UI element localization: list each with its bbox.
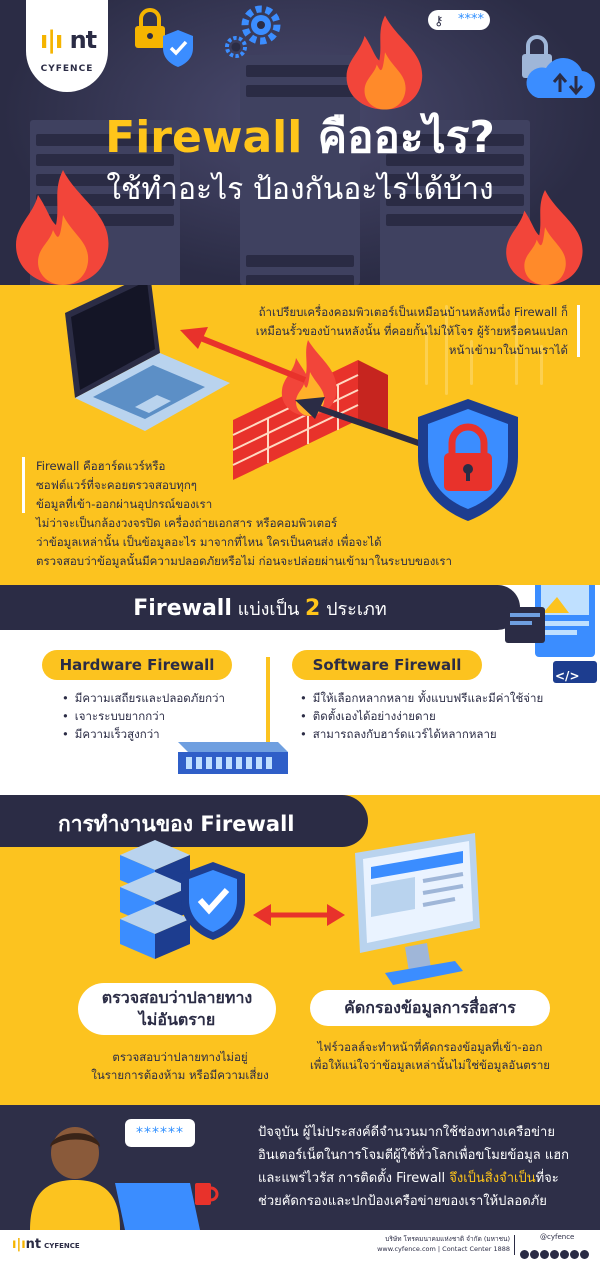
cyfence-logo: ı|ı nt CYFENCE bbox=[26, 0, 108, 92]
accent-line bbox=[22, 457, 25, 513]
software-window-icon bbox=[505, 585, 597, 683]
logo-bars-icon: ı|ı bbox=[40, 26, 70, 54]
gear-icon bbox=[241, 5, 281, 45]
cloud-sync-icon bbox=[522, 35, 595, 98]
double-arrow-icon bbox=[253, 904, 345, 926]
list-item: มีให้เลือกหลากหลาย ทั้งแบบฟรีและมีค่าใช้… bbox=[300, 689, 543, 707]
shield-lock-icon bbox=[418, 399, 518, 521]
logo-text: nt bbox=[69, 26, 98, 54]
person-with-laptop-icon bbox=[30, 1127, 219, 1230]
incoming-arrow-icon bbox=[295, 397, 431, 450]
blocked-arrow-icon bbox=[180, 327, 307, 383]
company-info: บริษัท โทรคมนาคมแห่งชาติ จำกัด (มหาชน) w… bbox=[377, 1235, 510, 1253]
social-handle: @cyfence bbox=[540, 1233, 575, 1241]
check-destination-desc: ตรวจสอบว่าปลายทางไม่อยู่ ในรายการต้องห้า… bbox=[91, 1050, 269, 1082]
filter-traffic-desc: ไฟร์วอลล์จะทำหน้าที่คัดกรองข้อมูลที่เข้า… bbox=[309, 1040, 551, 1072]
monitor-icon bbox=[355, 833, 480, 985]
filter-traffic-caption: คัดกรองข้อมูลการสื่อสาร bbox=[310, 990, 550, 1026]
hero-section: ⚷ **** ı|ı nt CYFENCE Firewall คืออะไร? … bbox=[0, 0, 600, 285]
how-title: การทำงานของ Firewall bbox=[58, 812, 295, 836]
server-shield-icon bbox=[120, 840, 245, 959]
analogy-text: ถ้าเปรียบเครื่องคอมพิวเตอร์เป็นเหมือนบ้า… bbox=[255, 305, 568, 357]
list-item: ติดตั้งเองได้อย่างง่ายดาย bbox=[300, 707, 543, 725]
shield-check-icon bbox=[163, 30, 193, 67]
list-item: มีความเสถียรและปลอดภัยกว่า bbox=[62, 689, 225, 707]
logo-subtext: CYFENCE bbox=[40, 64, 94, 74]
laptop-icon bbox=[65, 285, 230, 431]
flame-icon bbox=[16, 170, 109, 285]
server-rack bbox=[240, 55, 360, 285]
tiktok-icon[interactable] bbox=[560, 1250, 569, 1259]
divider bbox=[514, 1235, 515, 1255]
instagram-icon[interactable] bbox=[550, 1250, 559, 1259]
facebook-icon[interactable] bbox=[520, 1250, 529, 1259]
title-english: Firewall bbox=[105, 112, 303, 163]
software-firewall-label: Software Firewall bbox=[292, 650, 482, 680]
closing-section: ****** ปัจจุบัน ผู้ไม่ประสงค์ดีจำนวนมากใ… bbox=[0, 1105, 600, 1230]
how-it-works-section: การทำงานของ Firewall bbox=[0, 795, 600, 1105]
accent-line bbox=[577, 305, 580, 357]
server-rack bbox=[380, 120, 530, 285]
closing-text: ปัจจุบัน ผู้ไม่ประสงค์ดีจำนวนมากใช้ช่องท… bbox=[258, 1125, 570, 1209]
intro-section: ถ้าเปรียบเครื่องคอมพิวเตอร์เป็นเหมือนบ้า… bbox=[0, 285, 600, 585]
title-thai: คืออะไร? bbox=[302, 112, 495, 163]
definition-text: Firewall คือฮาร์ดแวร์หรือ ซอฟต์แวร์ที่จะ… bbox=[36, 459, 213, 511]
check-destination-caption: ตรวจสอบว่าปลายทาง ไม่อันตราย bbox=[78, 983, 276, 1035]
flame-icon bbox=[346, 15, 423, 110]
section-banner: Firewall แบ่งเป็น 2 ประเภท bbox=[0, 585, 520, 630]
password-bubble: ****** bbox=[125, 1119, 195, 1147]
section-banner: การทำงานของ Firewall bbox=[0, 795, 368, 847]
software-benefits-list: มีให้เลือกหลากหลาย ทั้งแบบฟรีและมีค่าใช้… bbox=[300, 689, 543, 743]
page-title: Firewall คืออะไร? bbox=[0, 102, 600, 172]
list-item: สามารถลงกับฮาร์ดแวร์ได้หลากหลาย bbox=[300, 725, 543, 743]
hardware-firewall-label: Hardware Firewall bbox=[42, 650, 232, 680]
types-title: Firewall แบ่งเป็น 2 ประเภท bbox=[133, 596, 387, 621]
logo-bars-icon: ı|ı bbox=[12, 1237, 26, 1252]
types-section: Firewall แบ่งเป็น 2 ประเภท </> Hardware … bbox=[0, 585, 600, 795]
youtube-icon[interactable] bbox=[530, 1250, 539, 1259]
code-tag-icon: </> bbox=[555, 669, 580, 683]
web-icon[interactable] bbox=[580, 1250, 589, 1259]
hardware-benefits-list: มีความเสถียรและปลอดภัยกว่า เจาะระบบยากกว… bbox=[62, 689, 225, 743]
gear-icon bbox=[224, 35, 248, 59]
padlock-icon bbox=[135, 8, 165, 48]
router-icon bbox=[178, 657, 288, 774]
flame-icon bbox=[506, 190, 583, 285]
password-mask: **** bbox=[458, 12, 484, 27]
line-icon[interactable] bbox=[540, 1250, 549, 1259]
definition-detail-text: ไม่ว่าจะเป็นกล้องวงจรปิด เครื่องถ่ายเอกส… bbox=[36, 516, 452, 568]
social-icons bbox=[520, 1244, 590, 1261]
page-subtitle: ใช้ทำอะไร ป้องกันอะไรได้บ้าง bbox=[106, 172, 494, 207]
list-item: เจาะระบบยากกว่า bbox=[62, 707, 225, 725]
password-field-graphic: ⚷ **** bbox=[428, 10, 490, 30]
twitter-icon[interactable] bbox=[570, 1250, 579, 1259]
key-icon: ⚷ bbox=[434, 14, 444, 29]
list-item: มีความเร็วสูงกว่า bbox=[62, 725, 225, 743]
